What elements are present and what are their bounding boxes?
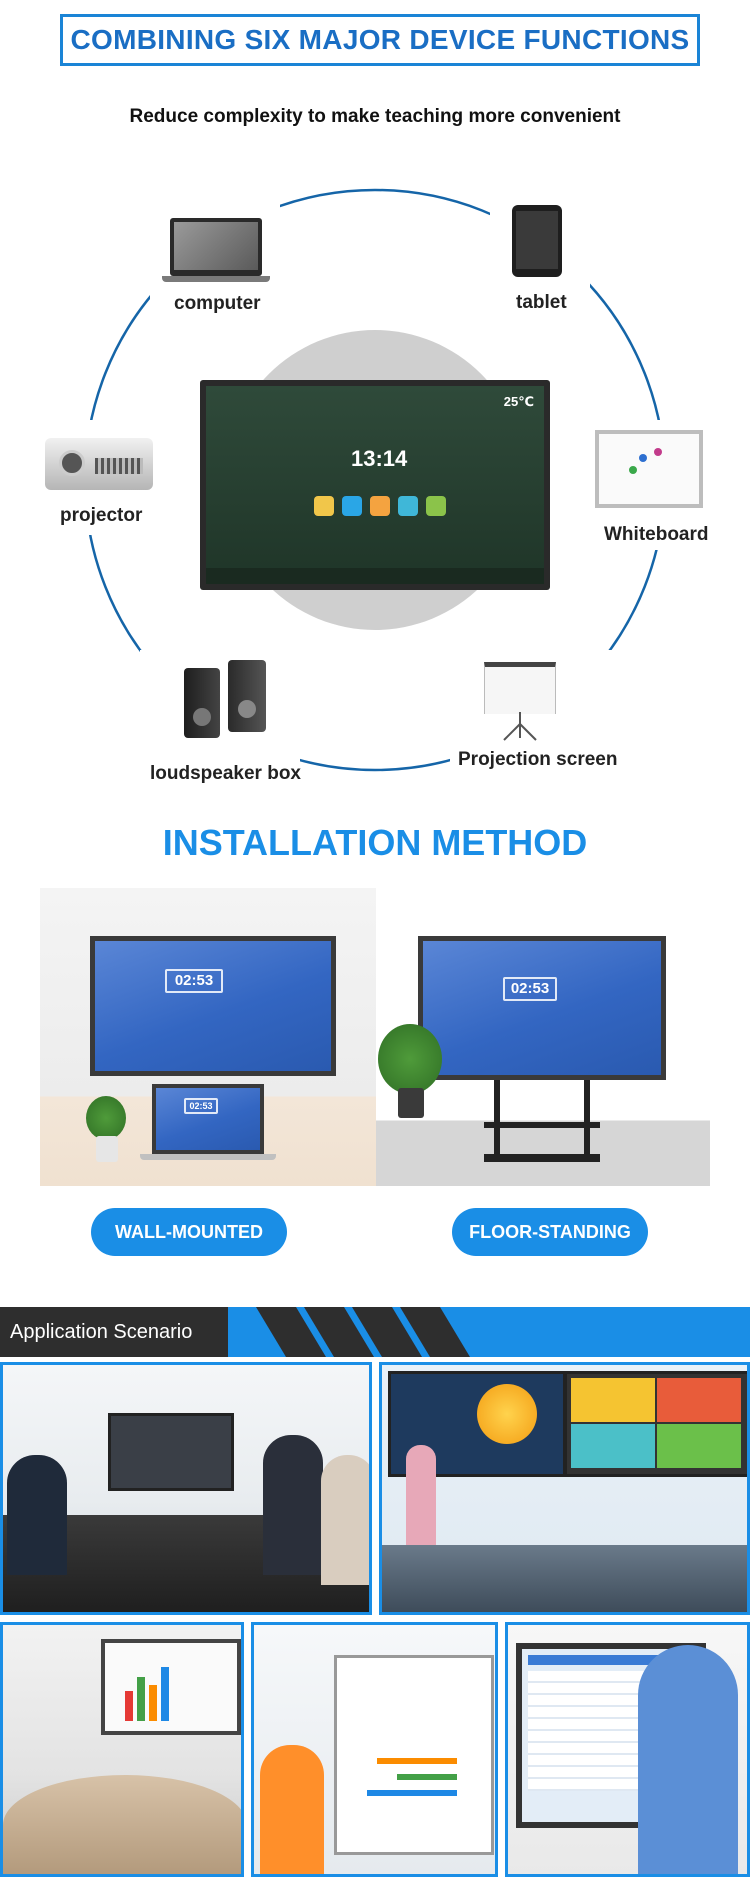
wall-display: 02:53 xyxy=(90,936,336,1076)
label-tablet: tablet xyxy=(516,292,567,313)
whiteboard-icon xyxy=(595,430,703,508)
photo-engineering xyxy=(251,1622,498,1877)
scenario-label: Application Scenario xyxy=(0,1307,228,1357)
wall-mounted-scene: 02:53 02:53 xyxy=(40,888,376,1186)
panel-temperature: 25℃ xyxy=(503,394,534,409)
stand-shelf xyxy=(484,1122,600,1128)
laptop-base-icon xyxy=(162,276,270,282)
label-projection-screen: Projection screen xyxy=(458,749,618,770)
subtitle: Reduce complexity to make teaching more … xyxy=(129,106,621,127)
label-computer: computer xyxy=(174,293,261,314)
person-silhouette xyxy=(263,1435,323,1575)
engineering-board xyxy=(334,1655,494,1855)
projection-screen-icon xyxy=(484,662,556,714)
photo-classroom xyxy=(379,1362,750,1615)
section-title-box: COMBINING SIX MAJOR DEVICE FUNCTIONS xyxy=(60,14,700,66)
photo-healthcare xyxy=(505,1622,750,1877)
panel-dock xyxy=(206,568,544,584)
installation-title: INSTALLATION METHOD xyxy=(162,822,588,863)
panel-app-icon xyxy=(398,496,418,516)
presentation-board xyxy=(101,1639,241,1735)
section-title: COMBINING SIX MAJOR DEVICE FUNCTIONS xyxy=(70,24,690,55)
nurse-silhouette xyxy=(638,1645,738,1874)
projector-icon xyxy=(45,438,153,490)
speaker-right-icon xyxy=(228,660,266,732)
panel-app-icon xyxy=(342,496,362,516)
person-silhouette xyxy=(7,1455,67,1575)
sun-graphic xyxy=(477,1384,537,1444)
computer-icon xyxy=(170,218,262,276)
floor-standing-scene: 02:53 xyxy=(376,888,710,1186)
panel-screen: 25℃ 13:14 xyxy=(206,386,544,584)
speaker-area xyxy=(140,650,300,790)
stand-base xyxy=(484,1154,600,1162)
wall-display-clock: 02:53 xyxy=(165,969,223,993)
laptop-display-clock: 02:53 xyxy=(184,1098,218,1114)
interactive-panel: 25℃ 13:14 xyxy=(200,380,550,590)
laptop-base xyxy=(140,1154,276,1160)
panel-app-icon xyxy=(370,496,390,516)
stripe-decoration xyxy=(228,1307,470,1357)
classroom-display-right xyxy=(564,1371,747,1477)
photo-business-presentation xyxy=(0,1622,244,1877)
person-silhouette xyxy=(321,1455,369,1585)
worker-silhouette xyxy=(260,1745,324,1874)
floor-standing-button[interactable]: FLOOR-STANDING xyxy=(452,1208,648,1256)
tripod-icon xyxy=(503,712,537,741)
stand-frame xyxy=(494,1080,590,1158)
floor-display-clock: 02:53 xyxy=(503,977,557,1001)
tablet-icon xyxy=(512,205,562,277)
plant-icon xyxy=(378,1024,442,1094)
desks-area xyxy=(382,1545,747,1612)
plant-pot xyxy=(96,1136,118,1162)
label-whiteboard: Whiteboard xyxy=(604,524,709,545)
panel-app-icon xyxy=(426,496,446,516)
photo-meeting-room xyxy=(0,1362,372,1615)
label-speaker: loudspeaker box xyxy=(150,763,301,784)
floor-display: 02:53 xyxy=(418,936,666,1080)
panel-clock: 13:14 xyxy=(351,446,408,471)
scenario-bar: Application Scenario xyxy=(0,1307,750,1357)
label-projector: projector xyxy=(60,505,143,526)
conference-screen xyxy=(108,1413,234,1491)
laptop-display: 02:53 xyxy=(152,1084,264,1154)
panel-app-icon xyxy=(314,496,334,516)
wall-mounted-button[interactable]: WALL-MOUNTED xyxy=(91,1208,287,1256)
speaker-left-icon xyxy=(184,668,220,738)
meeting-table xyxy=(3,1775,241,1874)
plant-pot xyxy=(398,1088,424,1118)
plant-icon xyxy=(86,1096,126,1140)
